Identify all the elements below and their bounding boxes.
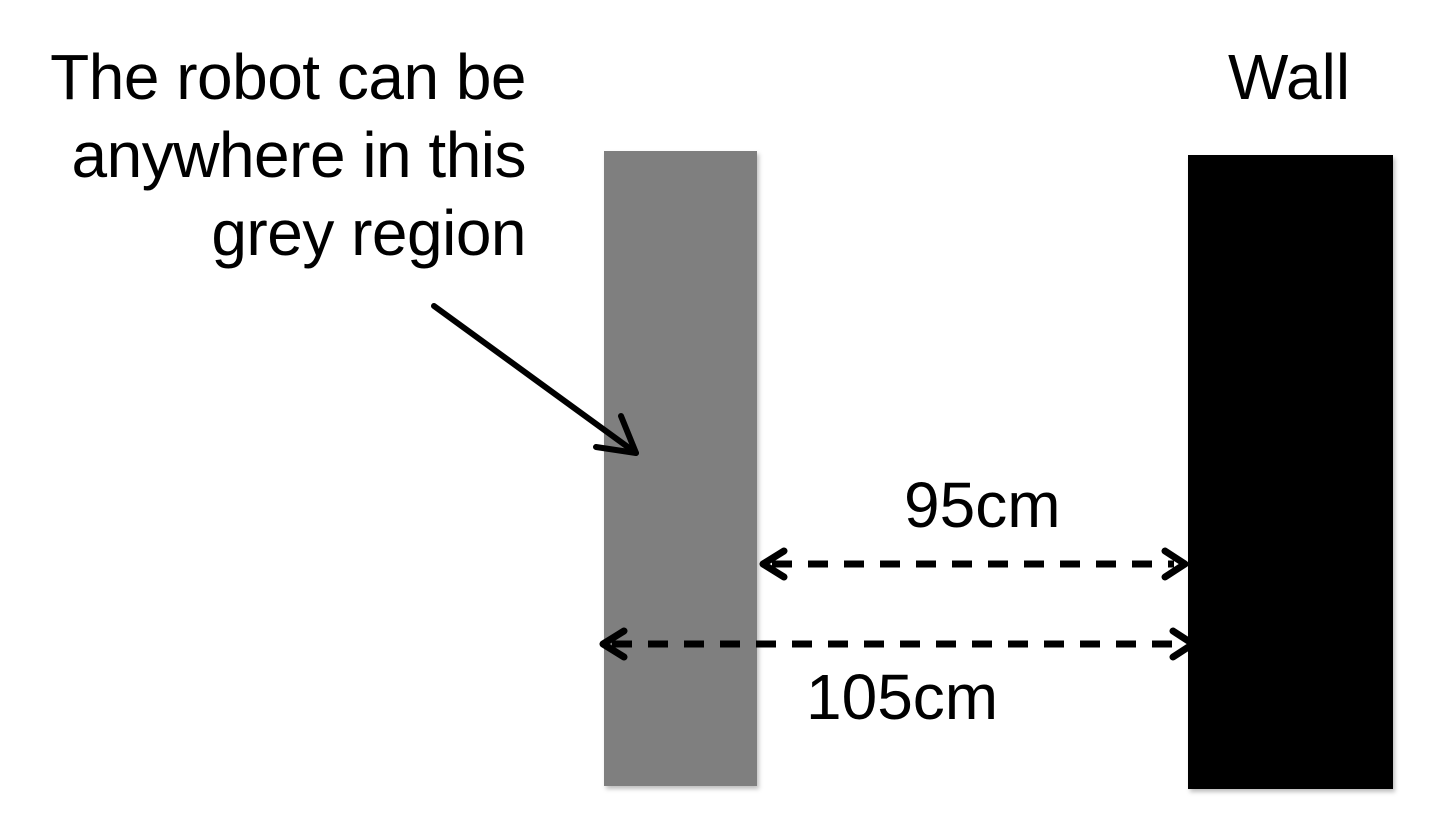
wall-label: Wall [1228,41,1351,113]
distance-label-105: 105cm [806,661,999,733]
caption-line: anywhere in this [71,119,527,191]
distance-arrow-short [759,547,1189,581]
robot-region [604,151,757,786]
distance-arrow-long [599,627,1197,661]
caption-line: grey region [211,197,526,269]
caption-line: The robot can be [50,41,526,113]
wall-block [1188,155,1393,789]
region-caption: The robot can be anywhere in this grey r… [20,38,526,272]
distance-label-95: 95cm [904,469,1061,541]
pointer-arrow [431,303,639,456]
